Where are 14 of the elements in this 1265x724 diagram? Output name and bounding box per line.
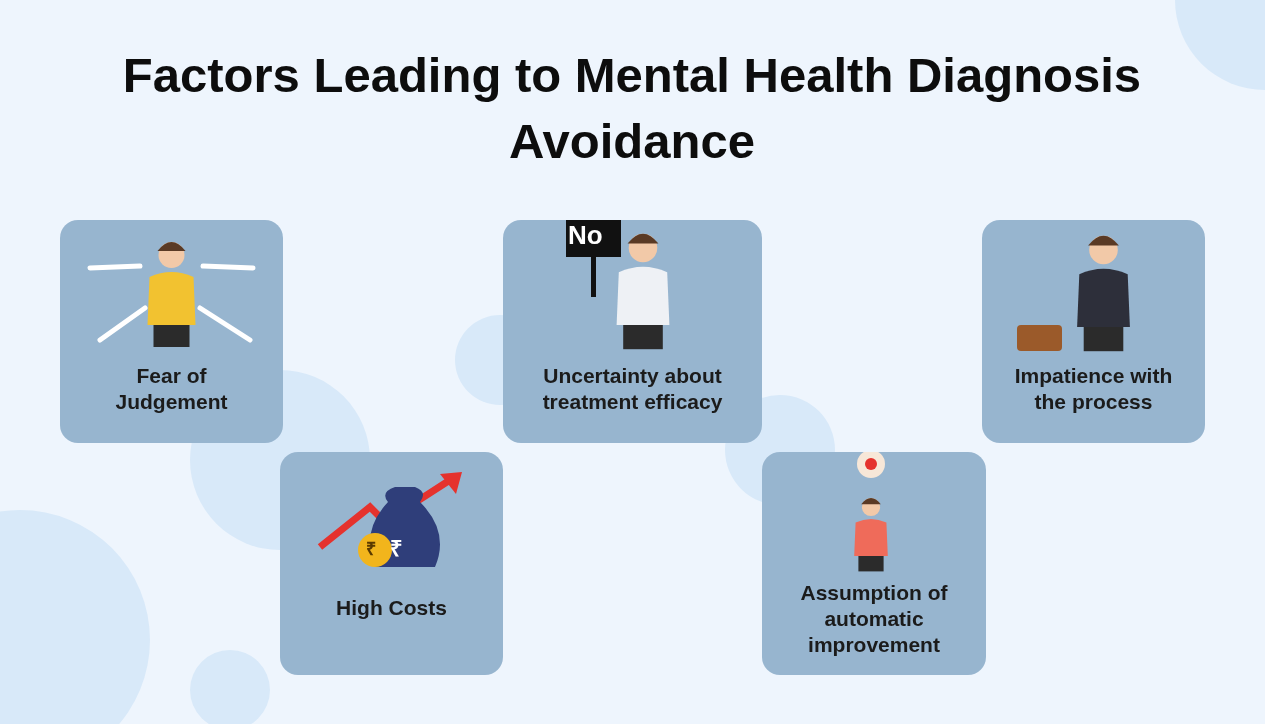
sign-text: No <box>568 222 603 248</box>
currency-symbol: ₹ <box>366 540 376 558</box>
factor-card <box>503 220 762 443</box>
factor-card <box>982 220 1205 443</box>
factor-card <box>762 452 986 675</box>
currency-symbol: ₹ <box>390 538 403 560</box>
card-label: Uncertainty about treatment efficacy <box>541 363 724 415</box>
card-label: Impatience with the process <box>1013 363 1174 415</box>
title: Factors Leading to Mental Health Diagnosis Avoidance <box>122 47 1142 170</box>
factor-card <box>60 220 283 443</box>
card-label: Fear of Judgement <box>114 363 229 415</box>
card-label: Assumption of automatic improvement <box>799 580 949 658</box>
card-label: High Costs <box>335 595 448 621</box>
factor-card <box>280 452 503 675</box>
